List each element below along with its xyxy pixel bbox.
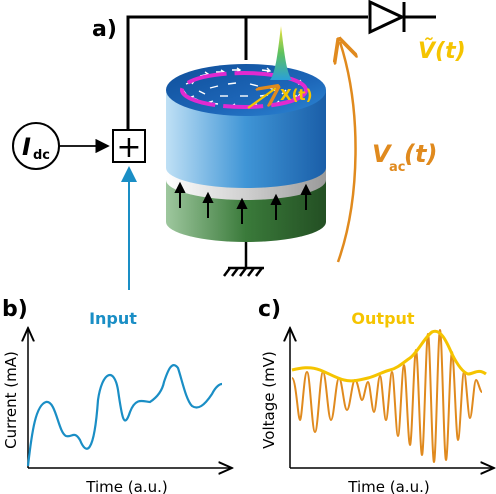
core-position-label: X(t) [280, 86, 312, 104]
ground-icon [223, 242, 264, 277]
panel-b-xlabel: Time (a.u.) [85, 478, 167, 494]
vortex-core-peak [270, 26, 292, 80]
panel-c-xlabel: Time (a.u.) [347, 478, 429, 494]
panel-a: a) Ṽ(t) I dc + [12, 0, 466, 290]
core-position-arrow [247, 88, 276, 109]
vortex-orbit [180, 71, 308, 109]
fixed-magnetization-arrows [174, 181, 312, 224]
top-wire [126, 15, 368, 130]
adder-icon: + [112, 129, 146, 165]
input-current-curve [26, 364, 223, 467]
panel-c: c) Output Voltage (mV) Time (a.u.) [258, 297, 494, 494]
panel-b: b) Input Current (mA) Time (a.u.) [2, 297, 232, 494]
output-signal-curve [291, 328, 483, 464]
current-source-symbol: I [22, 133, 31, 161]
output-voltage-label: Ṽ(t) [418, 38, 466, 64]
panel-a-label: a) [92, 17, 117, 42]
vac-subscript: ac [389, 160, 405, 175]
vac-suffix: (t) [404, 140, 437, 168]
panel-b-label: b) [2, 297, 28, 322]
vac-arrow [338, 42, 356, 263]
panel-b-title: Input [89, 309, 137, 328]
panel-b-ylabel: Current (mA) [2, 351, 20, 449]
panel-c-label: c) [258, 297, 281, 322]
output-envelope-curve [291, 329, 487, 383]
current-source-subscript: dc [33, 148, 50, 163]
adder-symbol: + [116, 130, 141, 165]
diode-icon [368, 0, 406, 35]
panel-c-ylabel: Voltage (mV) [260, 351, 278, 449]
current-source-icon: I dc [12, 122, 60, 170]
panel-c-title: Output [351, 309, 414, 328]
vac-symbol: V [372, 140, 393, 168]
